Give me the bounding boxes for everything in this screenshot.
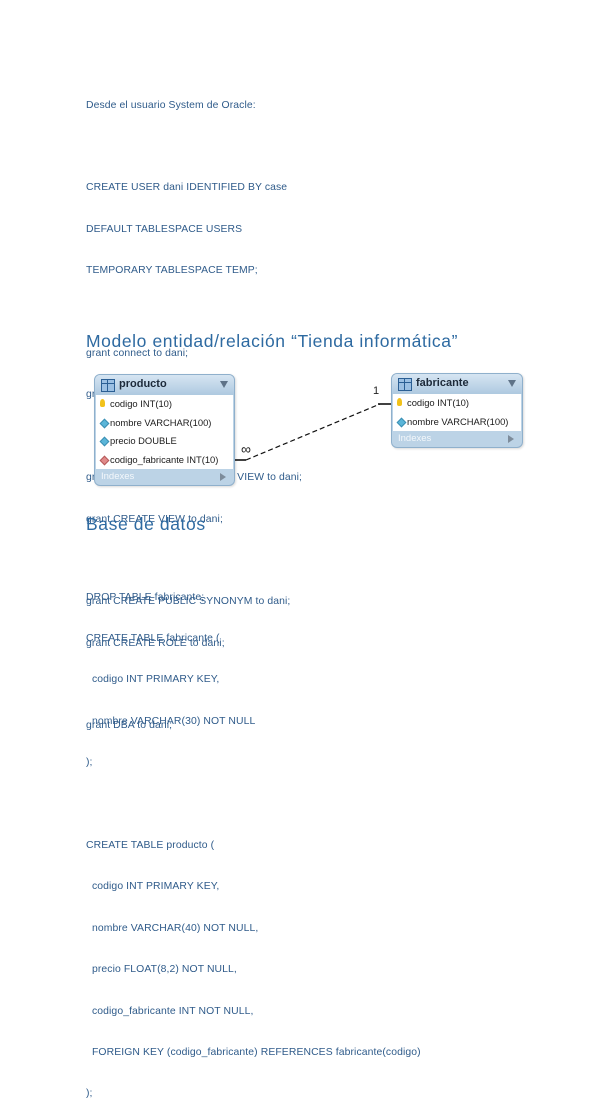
- primary-key-icon: [100, 399, 105, 407]
- code-line: nombre VARCHAR(30) NOT NULL: [86, 715, 256, 727]
- column-diamond-icon: [396, 417, 407, 427]
- entity-header[interactable]: fabricante: [392, 374, 522, 394]
- code-line: CREATE USER dani IDENTIFIED BY case: [86, 182, 288, 194]
- primary-key-icon: [397, 398, 402, 406]
- model-heading: Modelo entidad/relación “Tienda informát…: [86, 331, 459, 351]
- database-heading: Base de datos: [86, 514, 206, 534]
- code-line: );: [86, 757, 93, 769]
- entity-fabricante[interactable]: fabricante codigo INT(10) nombre VARCHAR…: [391, 373, 523, 448]
- cardinality-one: 1: [373, 385, 380, 397]
- code-line: grant DBA to dani;: [86, 720, 173, 732]
- column-row[interactable]: codigo_fabricante INT(10): [96, 451, 233, 470]
- entity-title: fabricante: [416, 377, 469, 389]
- column-diamond-icon: [99, 436, 110, 447]
- code-line: DEFAULT TABLESPACE USERS: [86, 223, 243, 235]
- code-line: nombre VARCHAR(40) NOT NULL,: [86, 922, 259, 934]
- table-icon: [101, 379, 115, 392]
- code-line: Desde el usuario System de Oracle:: [86, 99, 256, 111]
- code-line: codigo INT PRIMARY KEY,: [86, 674, 220, 686]
- code-line: grant CREATE PUBLIC SYNONYM to dani;: [86, 596, 291, 608]
- column-row[interactable]: nombre VARCHAR(100): [393, 413, 521, 432]
- entity-header[interactable]: producto: [95, 375, 234, 395]
- code-line: );: [86, 1088, 93, 1100]
- code-line: DROP TABLE fabricante;: [86, 591, 205, 603]
- code-line: codigo INT PRIMARY KEY,: [86, 881, 220, 893]
- expand-arrow-icon[interactable]: [220, 473, 226, 481]
- code-line: precio FLOAT(8,2) NOT NULL,: [86, 964, 237, 976]
- code-line: grant CREATE ROLE to dani;: [86, 637, 225, 649]
- entity-columns: codigo INT(10) nombre VARCHAR(100) preci…: [96, 395, 233, 469]
- entity-title: producto: [119, 378, 167, 390]
- column-diamond-icon: [99, 418, 110, 428]
- sql-ddl-block: DROP TABLE fabricante; CREATE TABLE fabr…: [86, 563, 421, 1115]
- foreign-key-icon: [99, 455, 110, 465]
- indexes-label: Indexes: [398, 433, 432, 444]
- column-label: nombre VARCHAR(100): [407, 415, 509, 427]
- code-line: CREATE TABLE fabricante (: [86, 632, 220, 644]
- code-line: codigo_fabricante INT NOT NULL,: [86, 1005, 254, 1017]
- code-line: FOREIGN KEY (codigo_fabricante) REFERENC…: [86, 1046, 421, 1058]
- code-line: grant connect to dani;: [86, 347, 189, 359]
- indexes-section[interactable]: Indexes: [95, 469, 234, 485]
- expand-arrow-icon[interactable]: [508, 435, 514, 443]
- indexes-label: Indexes: [101, 471, 135, 482]
- oracle-setup-block: Desde el usuario System de Oracle: CREAT…: [86, 71, 302, 747]
- column-row[interactable]: nombre VARCHAR(100): [96, 414, 233, 433]
- entity-producto[interactable]: producto codigo INT(10) nombre VARCHAR(1…: [94, 374, 235, 486]
- relationship-line: [234, 403, 392, 461]
- code-line: grant CREATE VIEW to dani;: [86, 513, 223, 525]
- column-row[interactable]: codigo INT(10): [96, 395, 233, 414]
- entity-columns: codigo INT(10) nombre VARCHAR(100): [393, 394, 521, 431]
- column-label: codigo INT(10): [110, 398, 173, 409]
- column-row[interactable]: precio DOUBLE: [96, 432, 233, 451]
- column-label: precio DOUBLE: [110, 435, 177, 446]
- collapse-arrow-icon[interactable]: [508, 380, 516, 387]
- column-label: codigo INT(10): [407, 397, 470, 408]
- column-label: codigo_fabricante INT(10): [110, 453, 219, 465]
- code-line: CREATE TABLE producto (: [86, 839, 215, 851]
- column-row[interactable]: codigo INT(10): [393, 394, 521, 413]
- code-line: [86, 798, 421, 812]
- table-icon: [398, 378, 412, 391]
- cardinality-many: ∞: [241, 441, 251, 457]
- collapse-arrow-icon[interactable]: [220, 381, 228, 388]
- code-line: TEMPORARY TABLESPACE TEMP;: [86, 265, 258, 277]
- column-label: nombre VARCHAR(100): [110, 416, 212, 428]
- indexes-section[interactable]: Indexes: [392, 431, 522, 447]
